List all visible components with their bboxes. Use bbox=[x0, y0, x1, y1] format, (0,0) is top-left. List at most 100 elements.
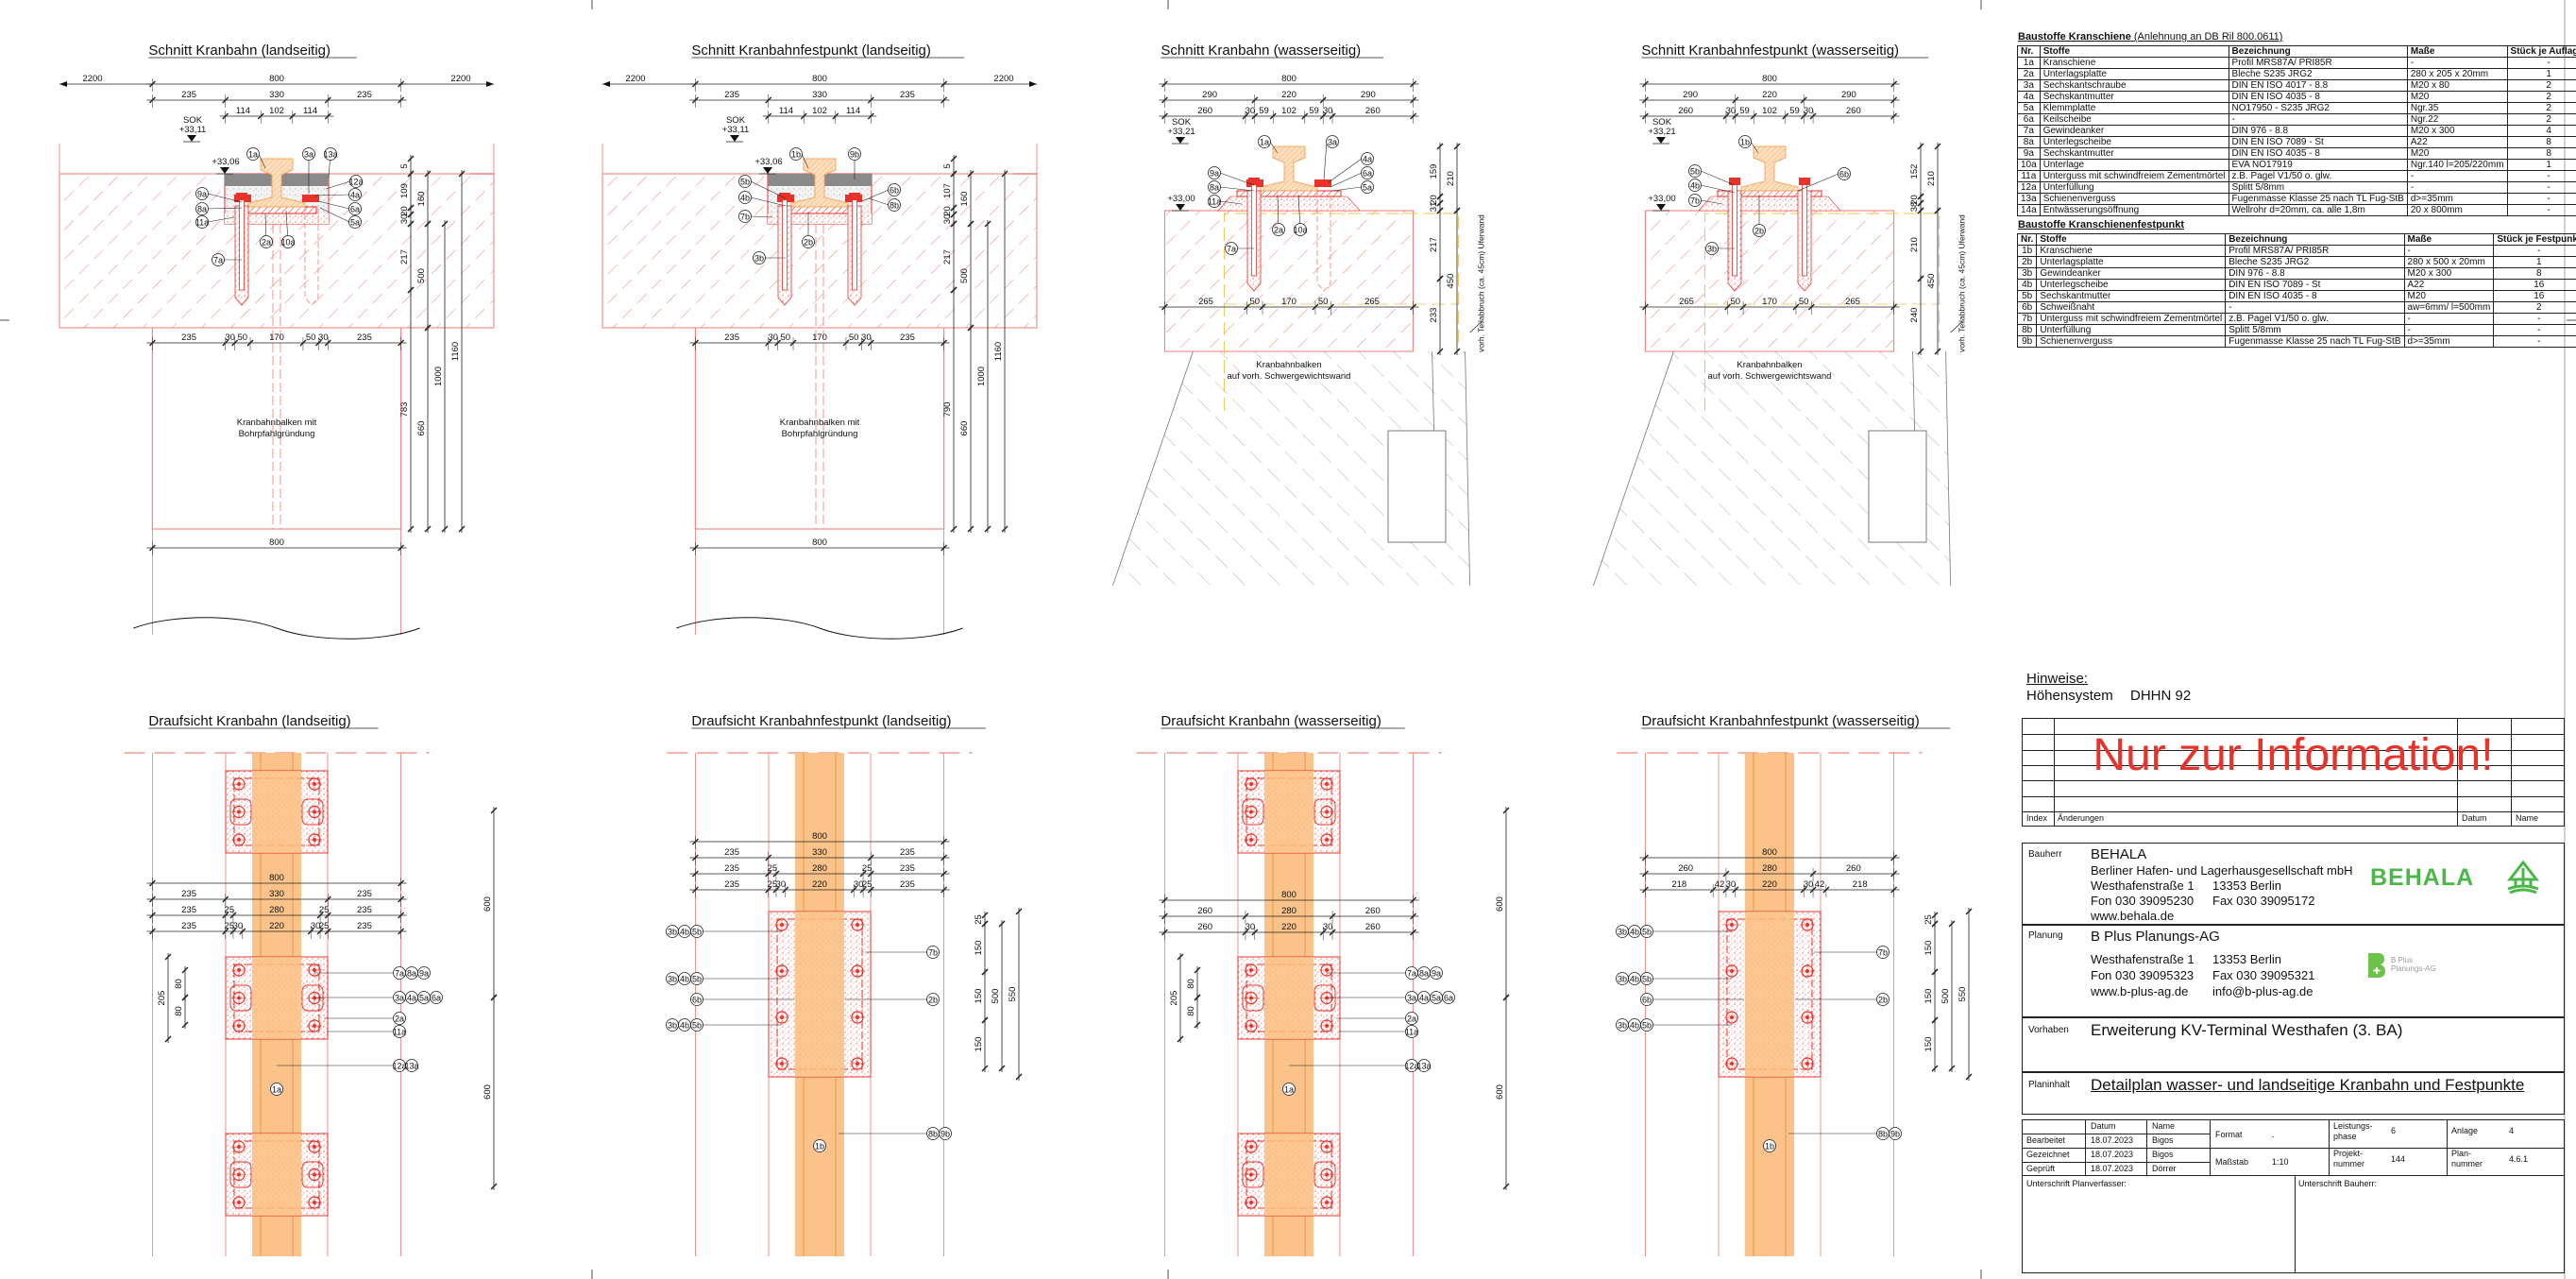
callout-label: 6b bbox=[692, 995, 702, 1004]
callout-circle bbox=[260, 235, 273, 248]
dimension-label: 330 bbox=[812, 90, 827, 100]
elevation-label: +33,21 bbox=[1648, 127, 1675, 137]
callout-label: 6a bbox=[350, 204, 360, 213]
dimension-label: 114 bbox=[236, 106, 250, 116]
table-cell: Schienenverguss bbox=[2039, 193, 2229, 205]
table-cell: 3b bbox=[2016, 267, 2038, 280]
table-cell: Unterfüllung bbox=[2039, 181, 2229, 194]
dimension-tick bbox=[950, 211, 958, 218]
dimension-label: 235 bbox=[900, 90, 915, 100]
callout-leader bbox=[1750, 141, 1759, 154]
dimension-tick bbox=[407, 525, 415, 533]
callout-label: 1a bbox=[248, 149, 258, 159]
section-title: Schnitt Kranbahn (landseitig) bbox=[148, 43, 330, 59]
dimension-label: 25 bbox=[768, 879, 778, 890]
table-cell: 4 bbox=[2506, 125, 2576, 137]
dimension-label: 50 bbox=[1799, 297, 1809, 307]
anchor-bolt-icon bbox=[1244, 832, 1259, 847]
dimension-label: 260 bbox=[1846, 106, 1861, 116]
callout-5a: 5a bbox=[1430, 991, 1443, 1004]
callout-circle bbox=[753, 251, 766, 264]
signature-divider bbox=[2295, 1175, 2296, 1272]
callout-5b: 5b bbox=[738, 175, 752, 188]
table-cell: A22 bbox=[2406, 136, 2508, 148]
callout-circle bbox=[393, 1012, 406, 1025]
plan-2: Draufsicht Kranbahnfestpunkt (landseitig… bbox=[666, 713, 1023, 1256]
callout-label: 4b bbox=[680, 927, 689, 936]
callout-circle bbox=[349, 175, 363, 188]
vertical-dimension-label: 109 bbox=[399, 183, 410, 198]
anchor-bolt-icon bbox=[231, 990, 246, 1006]
beam-label: Kranbahnbalken bbox=[1737, 360, 1802, 370]
table-cell: Splitt 5/8mm bbox=[2228, 181, 2408, 194]
callout-8a: 8a bbox=[405, 966, 418, 980]
callout-5b: 5b bbox=[1640, 1018, 1653, 1032]
callout-label: 2a bbox=[395, 1014, 404, 1023]
vertical-dimension-label: 217 bbox=[399, 249, 410, 264]
table-cell: M20 bbox=[2403, 290, 2495, 302]
callout-label: 12a bbox=[392, 1061, 406, 1070]
table-cell: Profil MRS87A/ PRI85R bbox=[2225, 245, 2405, 257]
clamp-plate bbox=[301, 1161, 324, 1188]
table-cell: 12a bbox=[2017, 181, 2041, 194]
callout-label: 4b bbox=[1630, 974, 1639, 983]
table-cell: DIN EN ISO 4035 - 8 bbox=[2228, 147, 2408, 160]
callout-label: 8a bbox=[197, 204, 207, 213]
meta-col-line bbox=[2210, 1120, 2211, 1175]
callout-circle bbox=[1688, 164, 1702, 178]
dimension-tick bbox=[998, 1065, 1006, 1072]
callout-circle bbox=[195, 202, 209, 215]
callout-8a: 8a bbox=[1208, 180, 1221, 194]
plan-title: Draufsicht Kranbahnfestpunkt (landseitig… bbox=[691, 713, 951, 729]
callout-11a: 11a bbox=[1208, 195, 1221, 208]
vertical-dimension-label: 152 bbox=[1909, 164, 1920, 179]
table-cell: Unterfüllung bbox=[2036, 324, 2227, 336]
callout-7b: 7b bbox=[1688, 194, 1702, 207]
role-checked: Geprüft bbox=[2026, 1164, 2056, 1173]
callout-leader bbox=[801, 153, 809, 169]
callout-leader bbox=[1323, 141, 1328, 180]
anchor-bolt-icon bbox=[307, 1018, 322, 1033]
planner-website[interactable]: www.b-plus-ag.de bbox=[2091, 984, 2189, 998]
callout-label: 8b bbox=[928, 1129, 938, 1138]
dimension-label: 170 bbox=[812, 333, 827, 343]
dimension-tick bbox=[1502, 1183, 1510, 1190]
client-website[interactable]: www.behala.de bbox=[2091, 909, 2175, 923]
dimension-tick bbox=[1453, 207, 1461, 214]
clamp-plate bbox=[1313, 1161, 1336, 1188]
callout-6b: 6b bbox=[1640, 993, 1653, 1006]
dimension-label: 220 bbox=[812, 879, 827, 890]
dimension-label: 30 bbox=[1323, 922, 1333, 932]
name-edited: Bigos bbox=[2152, 1135, 2174, 1145]
planner-email[interactable]: info@b-plus-ag.de bbox=[2212, 984, 2313, 998]
gravity-wall bbox=[1593, 351, 1951, 586]
table-cell: aw=6mm/ l=500mm bbox=[2403, 301, 2495, 314]
dimension-label: 2200 bbox=[450, 74, 470, 84]
callout-4b: 4b bbox=[678, 972, 691, 985]
callout-8b: 8b bbox=[1876, 1127, 1890, 1140]
behala-emblem-icon bbox=[2506, 860, 2540, 895]
beam-label: Kranbahnbalken mit bbox=[780, 418, 860, 428]
dimension-label: 260 bbox=[1846, 863, 1861, 874]
callout-leader bbox=[750, 196, 787, 207]
plan-title: Draufsicht Kranbahn (wasserseitig) bbox=[1161, 713, 1381, 729]
dimension-label: 30 bbox=[1323, 106, 1333, 116]
table-cell: 1 bbox=[2506, 159, 2576, 171]
dimension-label: 800 bbox=[812, 831, 827, 842]
anchor-bolt-icon bbox=[1319, 804, 1334, 820]
callout-leader bbox=[1700, 199, 1723, 205]
callout-circle bbox=[1705, 242, 1719, 255]
callout-13a: 13a bbox=[404, 1059, 419, 1072]
clamp-plate bbox=[1314, 179, 1331, 187]
phase-value: 6 bbox=[2391, 1126, 2397, 1135]
dimension-label: 25 bbox=[225, 905, 235, 915]
dimension-label: 235 bbox=[357, 921, 372, 931]
client-label: Bauherr bbox=[2028, 849, 2062, 860]
date-edited: 18.07.2023 bbox=[2091, 1135, 2134, 1145]
vertical-dimension-label: 1000 bbox=[433, 367, 444, 386]
revision-col-line bbox=[2054, 719, 2055, 826]
